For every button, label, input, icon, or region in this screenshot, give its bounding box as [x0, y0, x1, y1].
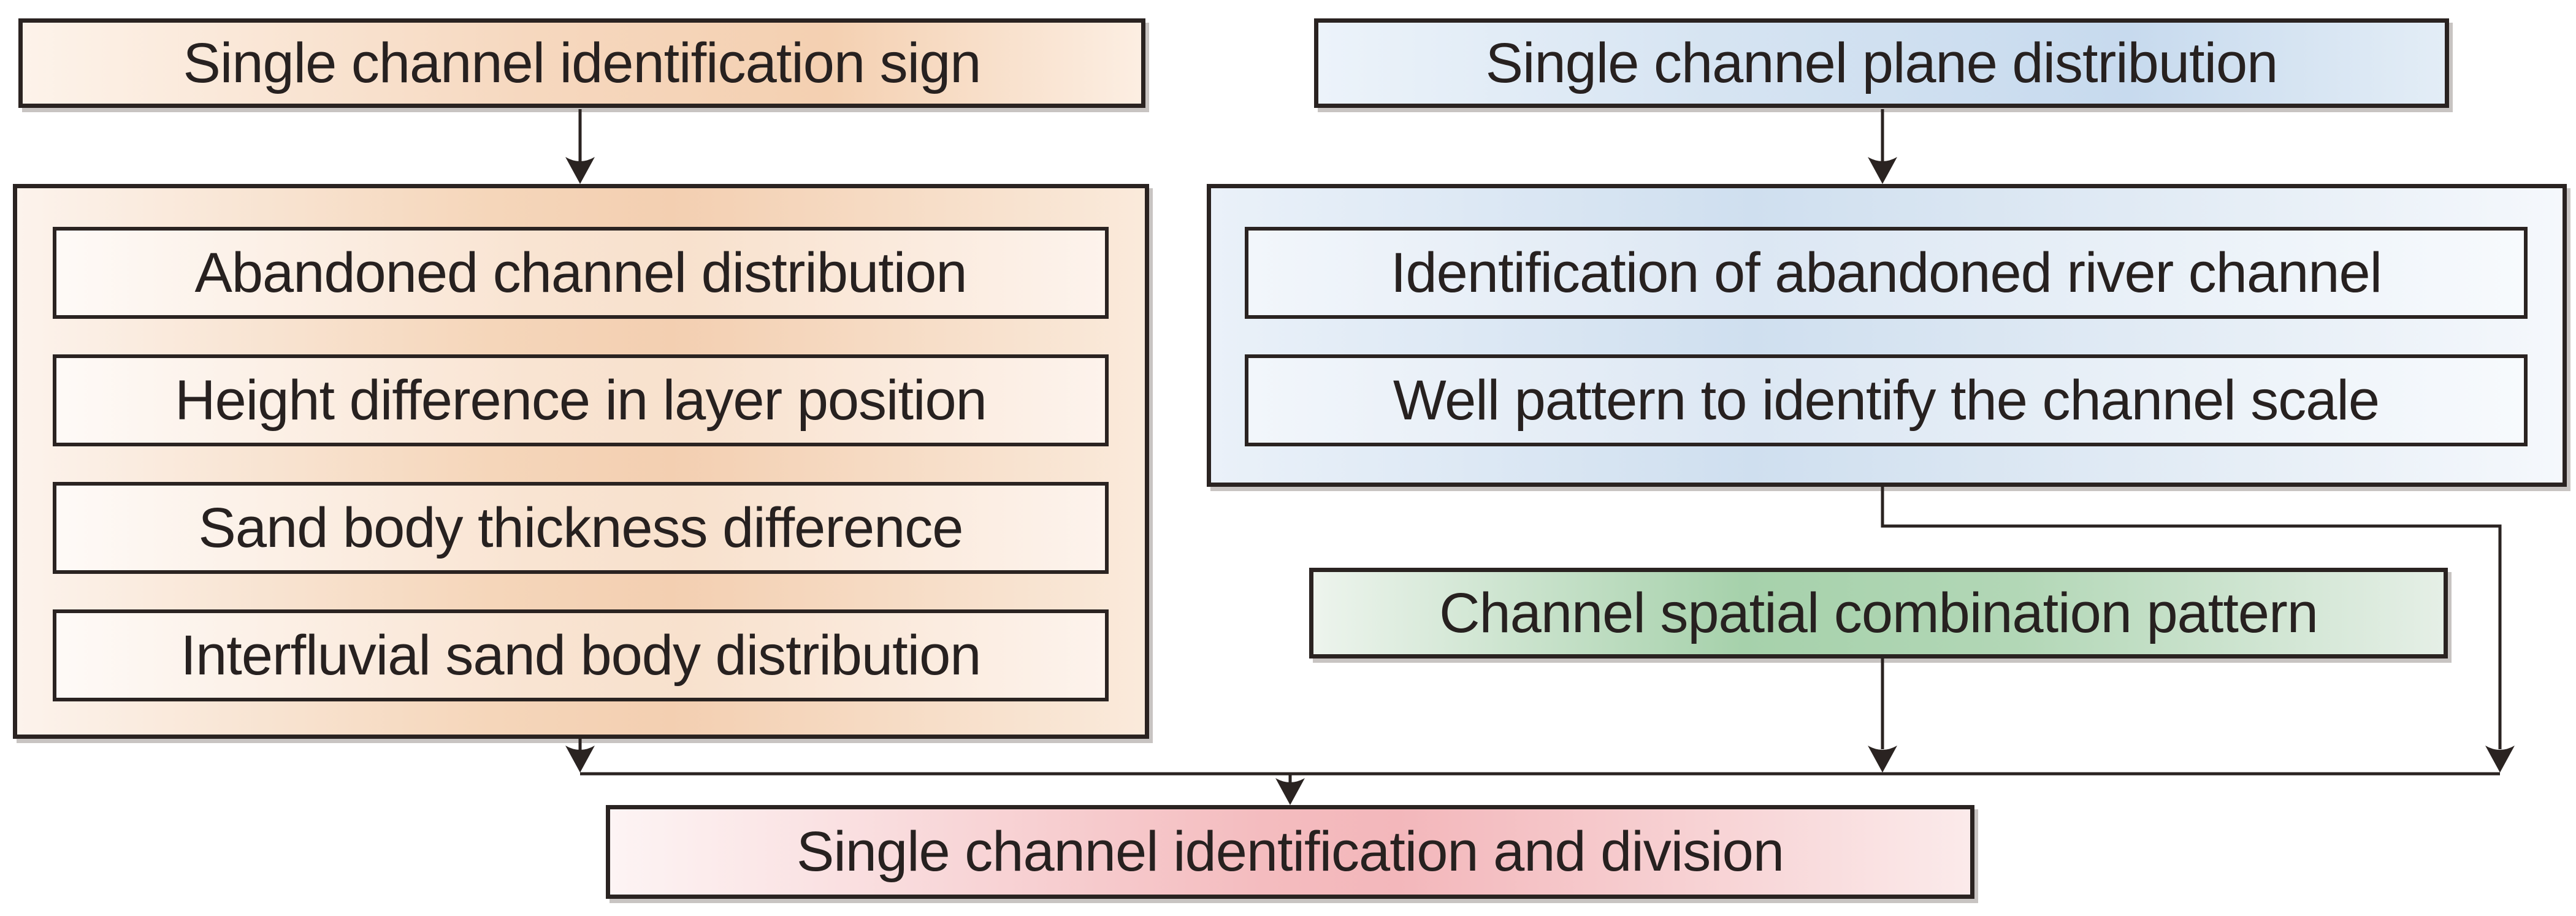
- arrowhead-down-icon: [1868, 157, 1897, 184]
- node-identification-abandoned-river-channel: Identification of abandoned river channe…: [1245, 227, 2528, 319]
- node-label: Single channel identification and divisi…: [796, 820, 1784, 883]
- node-single-channel-plane-distribution: Single channel plane distribution: [1314, 18, 2449, 108]
- arrowhead-down-icon: [1275, 778, 1305, 805]
- node-single-channel-identification-sign: Single channel identification sign: [18, 18, 1145, 108]
- node-channel-spatial-combination-pattern: Channel spatial combination pattern: [1309, 568, 2448, 658]
- node-abandoned-channel-distribution: Abandoned channel distribution: [53, 227, 1109, 319]
- node-height-difference-layer-position: Height difference in layer position: [53, 354, 1109, 446]
- node-label: Well pattern to identify the channel sca…: [1393, 368, 2380, 432]
- node-label: Height difference in layer position: [175, 368, 987, 432]
- arrowhead-down-icon: [565, 746, 595, 773]
- arrowhead-down-icon: [2485, 746, 2515, 773]
- node-sand-body-thickness-difference: Sand body thickness difference: [53, 482, 1109, 574]
- arrowhead-down-icon: [565, 157, 595, 184]
- node-single-channel-identification-division: Single channel identification and divisi…: [606, 805, 1974, 899]
- node-label: Sand body thickness difference: [198, 496, 964, 559]
- node-interfluvial-sand-body-distribution: Interfluvial sand body distribution: [53, 609, 1109, 701]
- node-label: Identification of abandoned river channe…: [1390, 241, 2382, 304]
- node-label: Single channel plane distribution: [1485, 31, 2279, 94]
- node-well-pattern-channel-scale: Well pattern to identify the channel sca…: [1245, 354, 2528, 446]
- node-label: Single channel identification sign: [183, 31, 982, 94]
- arrowhead-down-icon: [1868, 746, 1897, 773]
- node-label: Interfluvial sand body distribution: [180, 624, 982, 687]
- node-label: Channel spatial combination pattern: [1439, 581, 2318, 644]
- node-label: Abandoned channel distribution: [194, 241, 968, 304]
